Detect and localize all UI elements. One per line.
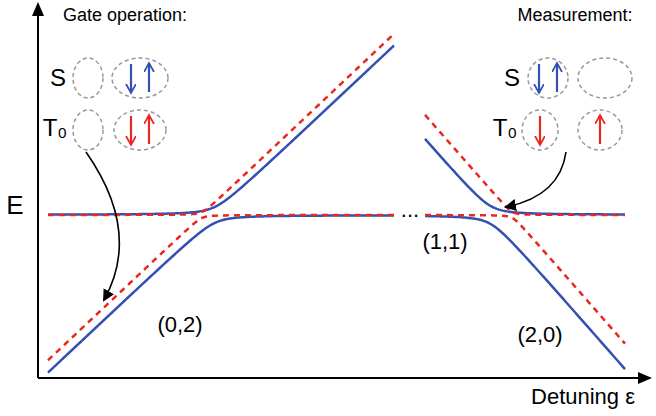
spin-down-arrow [538, 64, 540, 92]
spin-down-arrow [130, 116, 132, 144]
charge-state-label: (2,0) [517, 324, 562, 346]
charge-state-label: (0,2) [157, 314, 202, 336]
occupied-dot [528, 58, 568, 98]
spin-up-arrow [556, 64, 558, 92]
axis-arrowhead [32, 2, 44, 16]
occupied-dot [522, 110, 558, 150]
pointer-arrow [506, 152, 566, 207]
triplet-level [48, 215, 394, 360]
triplet-level [48, 34, 394, 215]
triplet-level [425, 115, 625, 215]
pointer-arrow [86, 152, 119, 300]
spin-down-arrow [539, 116, 541, 144]
occupied-dot [114, 110, 166, 150]
empty-dot [578, 58, 632, 98]
empty-dot [73, 110, 103, 150]
axis-label: E [6, 192, 23, 218]
state-label: T₀ [43, 116, 68, 140]
ellipsis: ... [401, 199, 419, 221]
panel-heading: Gate operation: [63, 6, 187, 24]
occupied-dot [578, 110, 622, 150]
spin-down-arrow [130, 64, 132, 92]
spin-up-arrow [148, 64, 150, 92]
axis-arrowhead [638, 372, 652, 384]
spin-up-arrow [599, 116, 601, 144]
empty-dot [73, 58, 103, 98]
state-label: S [50, 66, 66, 90]
state-label: T₀ [493, 116, 518, 140]
detuning-axis [38, 377, 642, 379]
axis-label: Detuning ε [531, 386, 635, 408]
spin-up-arrow [148, 116, 150, 144]
charge-state-label: (1,1) [422, 231, 467, 253]
panel-heading: Measurement: [517, 6, 632, 24]
occupied-dot [112, 58, 168, 98]
singlet-level [48, 46, 394, 215]
state-label: S [504, 66, 520, 90]
energy-axis [37, 12, 39, 378]
singlet-level [48, 215, 394, 372]
